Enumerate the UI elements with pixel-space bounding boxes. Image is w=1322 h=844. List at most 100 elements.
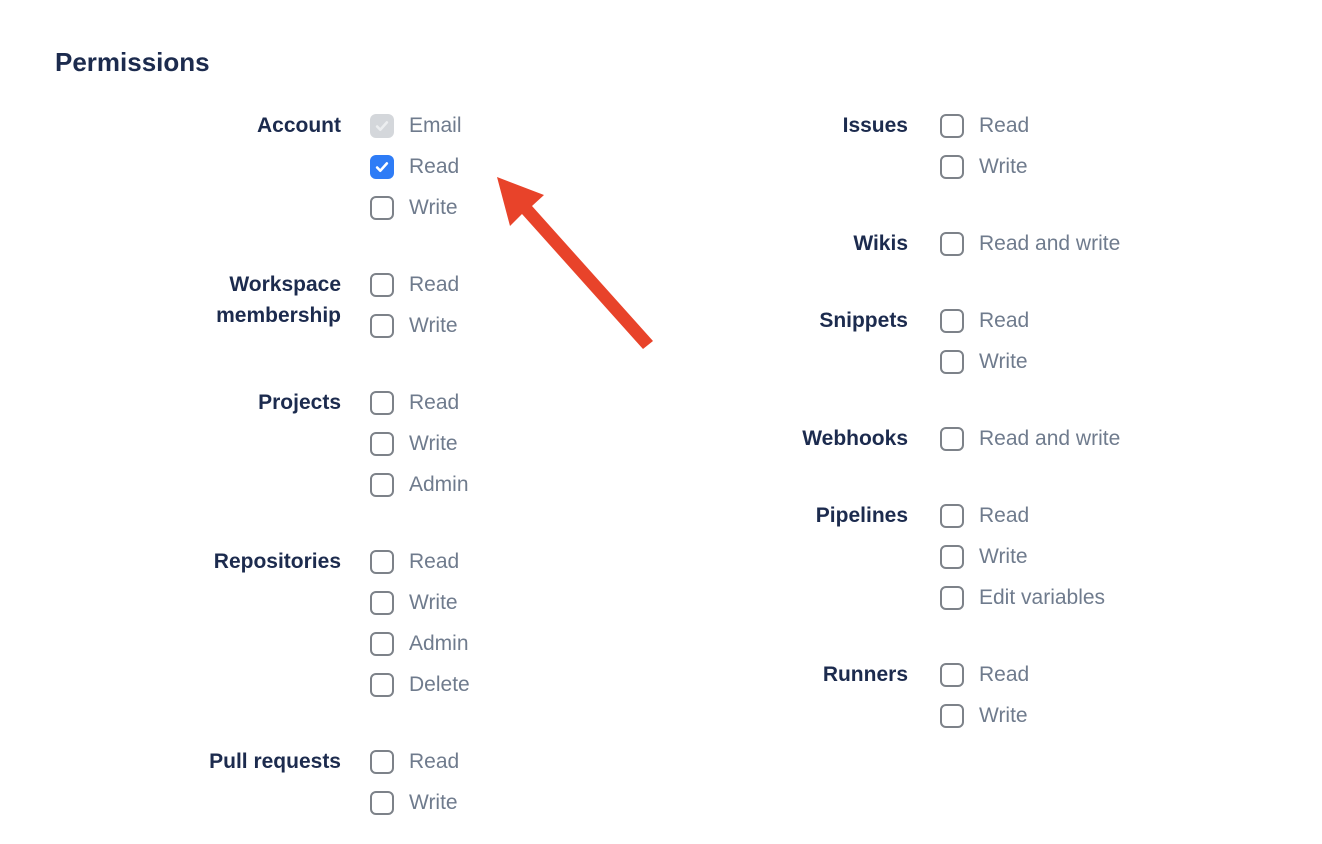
group-label-repositories: Repositories <box>213 550 341 573</box>
checkbox-snippets-write[interactable] <box>940 349 964 374</box>
option-account-email: Email <box>370 105 462 146</box>
option-label-issues-read[interactable]: Read <box>979 113 1030 137</box>
option-label-pull-requests-read[interactable]: Read <box>409 749 460 773</box>
checkbox-pull-requests-write[interactable] <box>370 790 394 815</box>
checkbox-repositories-delete[interactable] <box>370 672 394 697</box>
option-snippets-write[interactable]: Write <box>940 341 1029 382</box>
group-options-wikis: Read and write <box>940 223 1120 264</box>
option-label-runners-write[interactable]: Write <box>979 703 1028 727</box>
checkbox-pipelines-read[interactable] <box>940 503 964 528</box>
checkbox-runners-write[interactable] <box>940 703 964 728</box>
option-label-repositories-read[interactable]: Read <box>409 549 460 573</box>
checkbox-workspace-membership-read[interactable] <box>370 272 394 297</box>
permissions-heading: Permissions <box>55 47 210 77</box>
group-label-snippets: Snippets <box>819 309 908 332</box>
group-label-issues: Issues <box>842 114 908 137</box>
option-repositories-write[interactable]: Write <box>370 582 470 623</box>
option-label-repositories-admin[interactable]: Admin <box>409 631 469 655</box>
group-label-projects: Projects <box>258 391 341 414</box>
checkbox-projects-admin[interactable] <box>370 472 394 497</box>
option-pull-requests-read[interactable]: Read <box>370 741 459 782</box>
option-repositories-admin[interactable]: Admin <box>370 623 470 664</box>
checkbox-repositories-write[interactable] <box>370 590 394 615</box>
permission-group-wikis: Wikis Read and write <box>668 223 1120 264</box>
checkbox-snippets-read[interactable] <box>940 308 964 333</box>
option-label-webhooks-read-and-write[interactable]: Read and write <box>979 426 1121 450</box>
option-label-runners-read[interactable]: Read <box>979 662 1030 686</box>
option-account-write[interactable]: Write <box>370 187 462 228</box>
option-pipelines-write[interactable]: Write <box>940 536 1105 577</box>
option-pipelines-edit-variables[interactable]: Edit variables <box>940 577 1105 618</box>
group-label-account: Account <box>257 114 341 137</box>
checkbox-issues-write[interactable] <box>940 154 964 179</box>
option-label-account-email: Email <box>409 113 462 137</box>
checkbox-workspace-membership-write[interactable] <box>370 313 394 338</box>
option-snippets-read[interactable]: Read <box>940 300 1029 341</box>
option-label-workspace-membership-read[interactable]: Read <box>409 272 460 296</box>
checkbox-repositories-admin[interactable] <box>370 631 394 656</box>
option-label-pipelines-read[interactable]: Read <box>979 503 1030 527</box>
option-issues-read[interactable]: Read <box>940 105 1029 146</box>
checkbox-projects-write[interactable] <box>370 431 394 456</box>
checkbox-webhooks-read-and-write[interactable] <box>940 426 964 451</box>
checkbox-account-email <box>370 113 394 138</box>
checkbox-account-read[interactable] <box>370 154 394 179</box>
checkbox-issues-read[interactable] <box>940 113 964 138</box>
option-pipelines-read[interactable]: Read <box>940 495 1105 536</box>
option-workspace-membership-read[interactable]: Read <box>370 264 459 305</box>
option-repositories-read[interactable]: Read <box>370 541 470 582</box>
option-account-read[interactable]: Read <box>370 146 462 187</box>
option-label-pipelines-write[interactable]: Write <box>979 544 1028 568</box>
option-runners-write[interactable]: Write <box>940 695 1029 736</box>
option-runners-read[interactable]: Read <box>940 654 1029 695</box>
option-label-projects-read[interactable]: Read <box>409 390 460 414</box>
checkbox-runners-read[interactable] <box>940 662 964 687</box>
group-label-wikis: Wikis <box>853 232 908 255</box>
option-label-account-write[interactable]: Write <box>409 195 458 219</box>
checkbox-projects-read[interactable] <box>370 390 394 415</box>
option-label-repositories-write[interactable]: Write <box>409 590 458 614</box>
option-pull-requests-write[interactable]: Write <box>370 782 459 823</box>
option-label-pull-requests-write[interactable]: Write <box>409 790 458 814</box>
option-label-issues-write[interactable]: Write <box>979 154 1028 178</box>
checkbox-pipelines-edit-variables[interactable] <box>940 585 964 610</box>
option-repositories-delete[interactable]: Delete <box>370 664 470 705</box>
checkbox-repositories-read[interactable] <box>370 549 394 574</box>
option-projects-read[interactable]: Read <box>370 382 469 423</box>
option-projects-admin[interactable]: Admin <box>370 464 469 505</box>
checkbox-account-write[interactable] <box>370 195 394 220</box>
option-label-account-read[interactable]: Read <box>409 154 460 178</box>
checkbox-wikis-read-and-write[interactable] <box>940 231 964 256</box>
option-issues-write[interactable]: Write <box>940 146 1029 187</box>
option-label-projects-admin[interactable]: Admin <box>409 472 469 496</box>
option-label-pipelines-edit-variables[interactable]: Edit variables <box>979 585 1106 609</box>
option-webhooks-read-and-write[interactable]: Read and write <box>940 418 1120 459</box>
option-label-repositories-delete[interactable]: Delete <box>409 672 470 696</box>
option-label-snippets-read[interactable]: Read <box>979 308 1030 332</box>
option-label-wikis-read-and-write[interactable]: Read and write <box>979 231 1121 255</box>
checkbox-pipelines-write[interactable] <box>940 544 964 569</box>
option-wikis-read-and-write[interactable]: Read and write <box>940 223 1120 264</box>
option-label-snippets-write[interactable]: Write <box>979 349 1028 373</box>
checkbox-pull-requests-read[interactable] <box>370 749 394 774</box>
group-label-pipelines: Pipelines <box>815 504 908 527</box>
option-label-workspace-membership-write[interactable]: Write <box>409 313 458 337</box>
option-workspace-membership-write[interactable]: Write <box>370 305 459 346</box>
check-icon <box>375 161 389 172</box>
option-projects-write[interactable]: Write <box>370 423 469 464</box>
option-label-projects-write[interactable]: Write <box>409 431 458 455</box>
